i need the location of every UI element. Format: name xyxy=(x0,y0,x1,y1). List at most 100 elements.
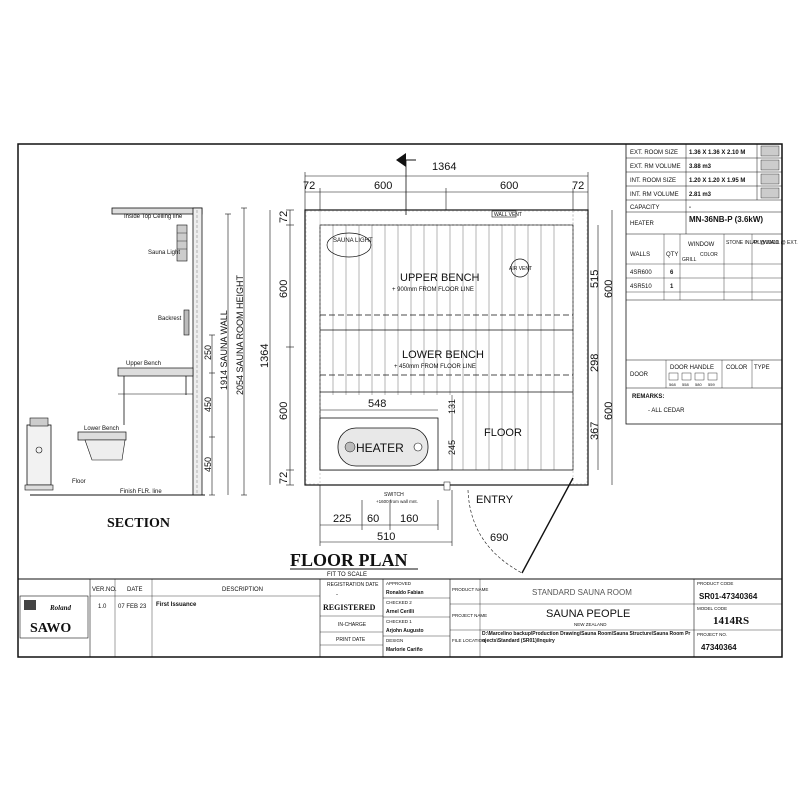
int-volume-icon xyxy=(760,187,780,199)
desc-value: First Issuance xyxy=(156,602,197,608)
label-lower-bench-note: + 450mm FROM FLOOR LINE xyxy=(394,364,476,370)
door-swing xyxy=(467,489,523,574)
dim-left-72a: 72 xyxy=(278,211,290,223)
dim-top-72a: 72 xyxy=(303,180,315,192)
north-arrow-icon xyxy=(396,153,406,167)
desc-label: DESCRIPTION xyxy=(222,587,263,593)
label-air-vent: AIR VENT xyxy=(509,266,532,272)
product-name-value: STANDARD SAUNA ROOM xyxy=(532,588,632,597)
bench-slats xyxy=(332,225,555,470)
design-value: Marlorie Cariño xyxy=(386,647,423,653)
qty-label: QTY xyxy=(666,252,678,258)
section-upper-bench-label: Upper Bench xyxy=(126,361,161,367)
air-vent-icon xyxy=(510,258,530,278)
section-dim-1914: 1914 SAUNA WALL xyxy=(219,310,229,390)
spec-table: EXT. ROOM SIZE 1.36 X 1.36 X 2.10 M EXT.… xyxy=(625,143,798,425)
section-finish-floor-label: Finish FLR. line xyxy=(120,489,162,495)
checked2-label: CHECKED 2 xyxy=(386,600,412,605)
dim-top-72b: 72 xyxy=(572,180,584,192)
dim-bot-60: 60 xyxy=(367,513,379,525)
approved-value: Ronaldo Fabian xyxy=(386,590,424,596)
door-label: DOOR xyxy=(630,372,649,378)
color-label: COLOR xyxy=(700,252,718,258)
title-block: Roland SAWO VER.NO. DATE DESCRIPTION 1.0… xyxy=(17,578,783,658)
dim-right-600b: 600 xyxy=(603,402,615,420)
spec-row-3-label: INT. RM VOLUME xyxy=(630,192,679,198)
label-upper-bench-note: + 900mm FROM FLOOR LINE xyxy=(392,287,474,293)
spec-row-1-label: EXT. RM VOLUME xyxy=(630,164,681,170)
date-label: DATE xyxy=(127,587,143,593)
label-wall-vent: WALL VENT xyxy=(494,212,522,218)
spec-row-2-label: INT. ROOM SIZE xyxy=(630,178,676,184)
dim-right-298: 298 xyxy=(589,354,601,372)
reg-date-value: - xyxy=(336,592,338,598)
model-code-value: 1414RS xyxy=(713,615,749,627)
checked2-value: Arnel Cerilli xyxy=(386,609,415,615)
project-location: NEW ZEALAND xyxy=(574,622,607,627)
dim-548: 548 xyxy=(368,398,386,410)
wall-row-0-name: 4SR600 xyxy=(630,270,652,276)
handle-code-3: 559 xyxy=(708,382,715,387)
section-dim-450a: 450 xyxy=(203,397,213,412)
model-code-label: MODEL CODE xyxy=(697,606,727,611)
walls-label: WALLS xyxy=(630,252,650,258)
registered-stamp: REGISTERED xyxy=(323,603,376,612)
product-name-label: PRODUCT NAME xyxy=(452,587,488,592)
floor-plan-title: FLOOR PLAN xyxy=(290,550,408,570)
dim-left-600a: 600 xyxy=(278,280,290,298)
dim-total-width: 1364 xyxy=(432,161,456,173)
project-name-label: PROJECT NAME xyxy=(452,613,487,618)
label-heater: HEATER xyxy=(356,441,404,455)
section-light-label: Sauna Light xyxy=(148,250,180,256)
section-dim-450b: 450 xyxy=(203,457,213,472)
door-handle-label: DOOR HANDLE xyxy=(670,365,714,371)
project-name-value: SAUNA PEOPLE xyxy=(546,608,630,620)
remarks-value: - ALL CEDAR xyxy=(648,408,685,414)
dim-top-600b: 600 xyxy=(500,180,518,192)
dim-245: 245 xyxy=(447,440,457,455)
spec-row-0-value: 1.36 X 1.36 X 2.10 M xyxy=(689,150,745,156)
checked1-value: Arjohn Augusto xyxy=(386,628,424,634)
section-view: Inside Top Ceiling line Sauna Light Back… xyxy=(24,207,247,531)
dim-right-367: 367 xyxy=(589,422,601,440)
plywood-label: PLYWOOD @ EXT. xyxy=(754,240,798,246)
handle-code-2: 580 xyxy=(695,382,702,387)
dim-right-600a: 600 xyxy=(603,280,615,298)
spec-row-1-value: 3.88 m3 xyxy=(689,164,712,170)
dim-bot-160: 160 xyxy=(400,513,418,525)
handle-559-checkbox xyxy=(707,372,718,381)
label-entry: ENTRY xyxy=(476,494,514,506)
floor-plan-subtitle: FIT TO SCALE xyxy=(327,572,367,578)
dim-top-600a: 600 xyxy=(374,180,392,192)
room-icon xyxy=(760,145,780,157)
reg-date-label: REGISTRATION DATE xyxy=(327,582,379,588)
file-location-label: FILE LOCATION xyxy=(452,638,485,643)
wall-row-0-qty: 6 xyxy=(670,270,674,276)
project-no-label: PROJECT NO. xyxy=(697,632,727,637)
approved-label: APPROVED xyxy=(386,581,412,586)
ver-label: VER.NO. xyxy=(92,587,117,593)
section-title: SECTION xyxy=(107,516,170,531)
dim-131: 131 xyxy=(447,399,457,414)
handle-558-checkbox xyxy=(681,372,692,381)
volume-icon xyxy=(760,159,780,171)
handle-code-1: 558 xyxy=(682,382,689,387)
grill-label: GRILL xyxy=(682,257,697,263)
spec-row-2-value: 1.20 X 1.20 X 1.95 M xyxy=(689,178,745,184)
label-lower-bench: LOWER BENCH xyxy=(402,349,484,361)
sawo-logo-mark-icon xyxy=(24,600,36,610)
stone-label: STONE INLAY @ WALL xyxy=(726,240,780,246)
wall-row-1-qty: 1 xyxy=(670,284,674,290)
label-switch-note: +1600 from wall mnt. xyxy=(376,499,418,504)
file-location-value: D:\Marcelino backup\Production Drawing\S… xyxy=(482,631,691,644)
dim-bot-225: 225 xyxy=(333,513,351,525)
dim-bot-510: 510 xyxy=(377,531,395,543)
floor-plan: 1364 72 600 600 72 xyxy=(259,153,615,578)
design-label: DESIGN xyxy=(386,638,403,643)
spec-heater-label: HEATER xyxy=(630,221,655,227)
section-ceiling-label: Inside Top Ceiling line xyxy=(124,214,183,220)
handle-code-0: 568 xyxy=(669,382,676,387)
heater-body xyxy=(337,427,429,467)
